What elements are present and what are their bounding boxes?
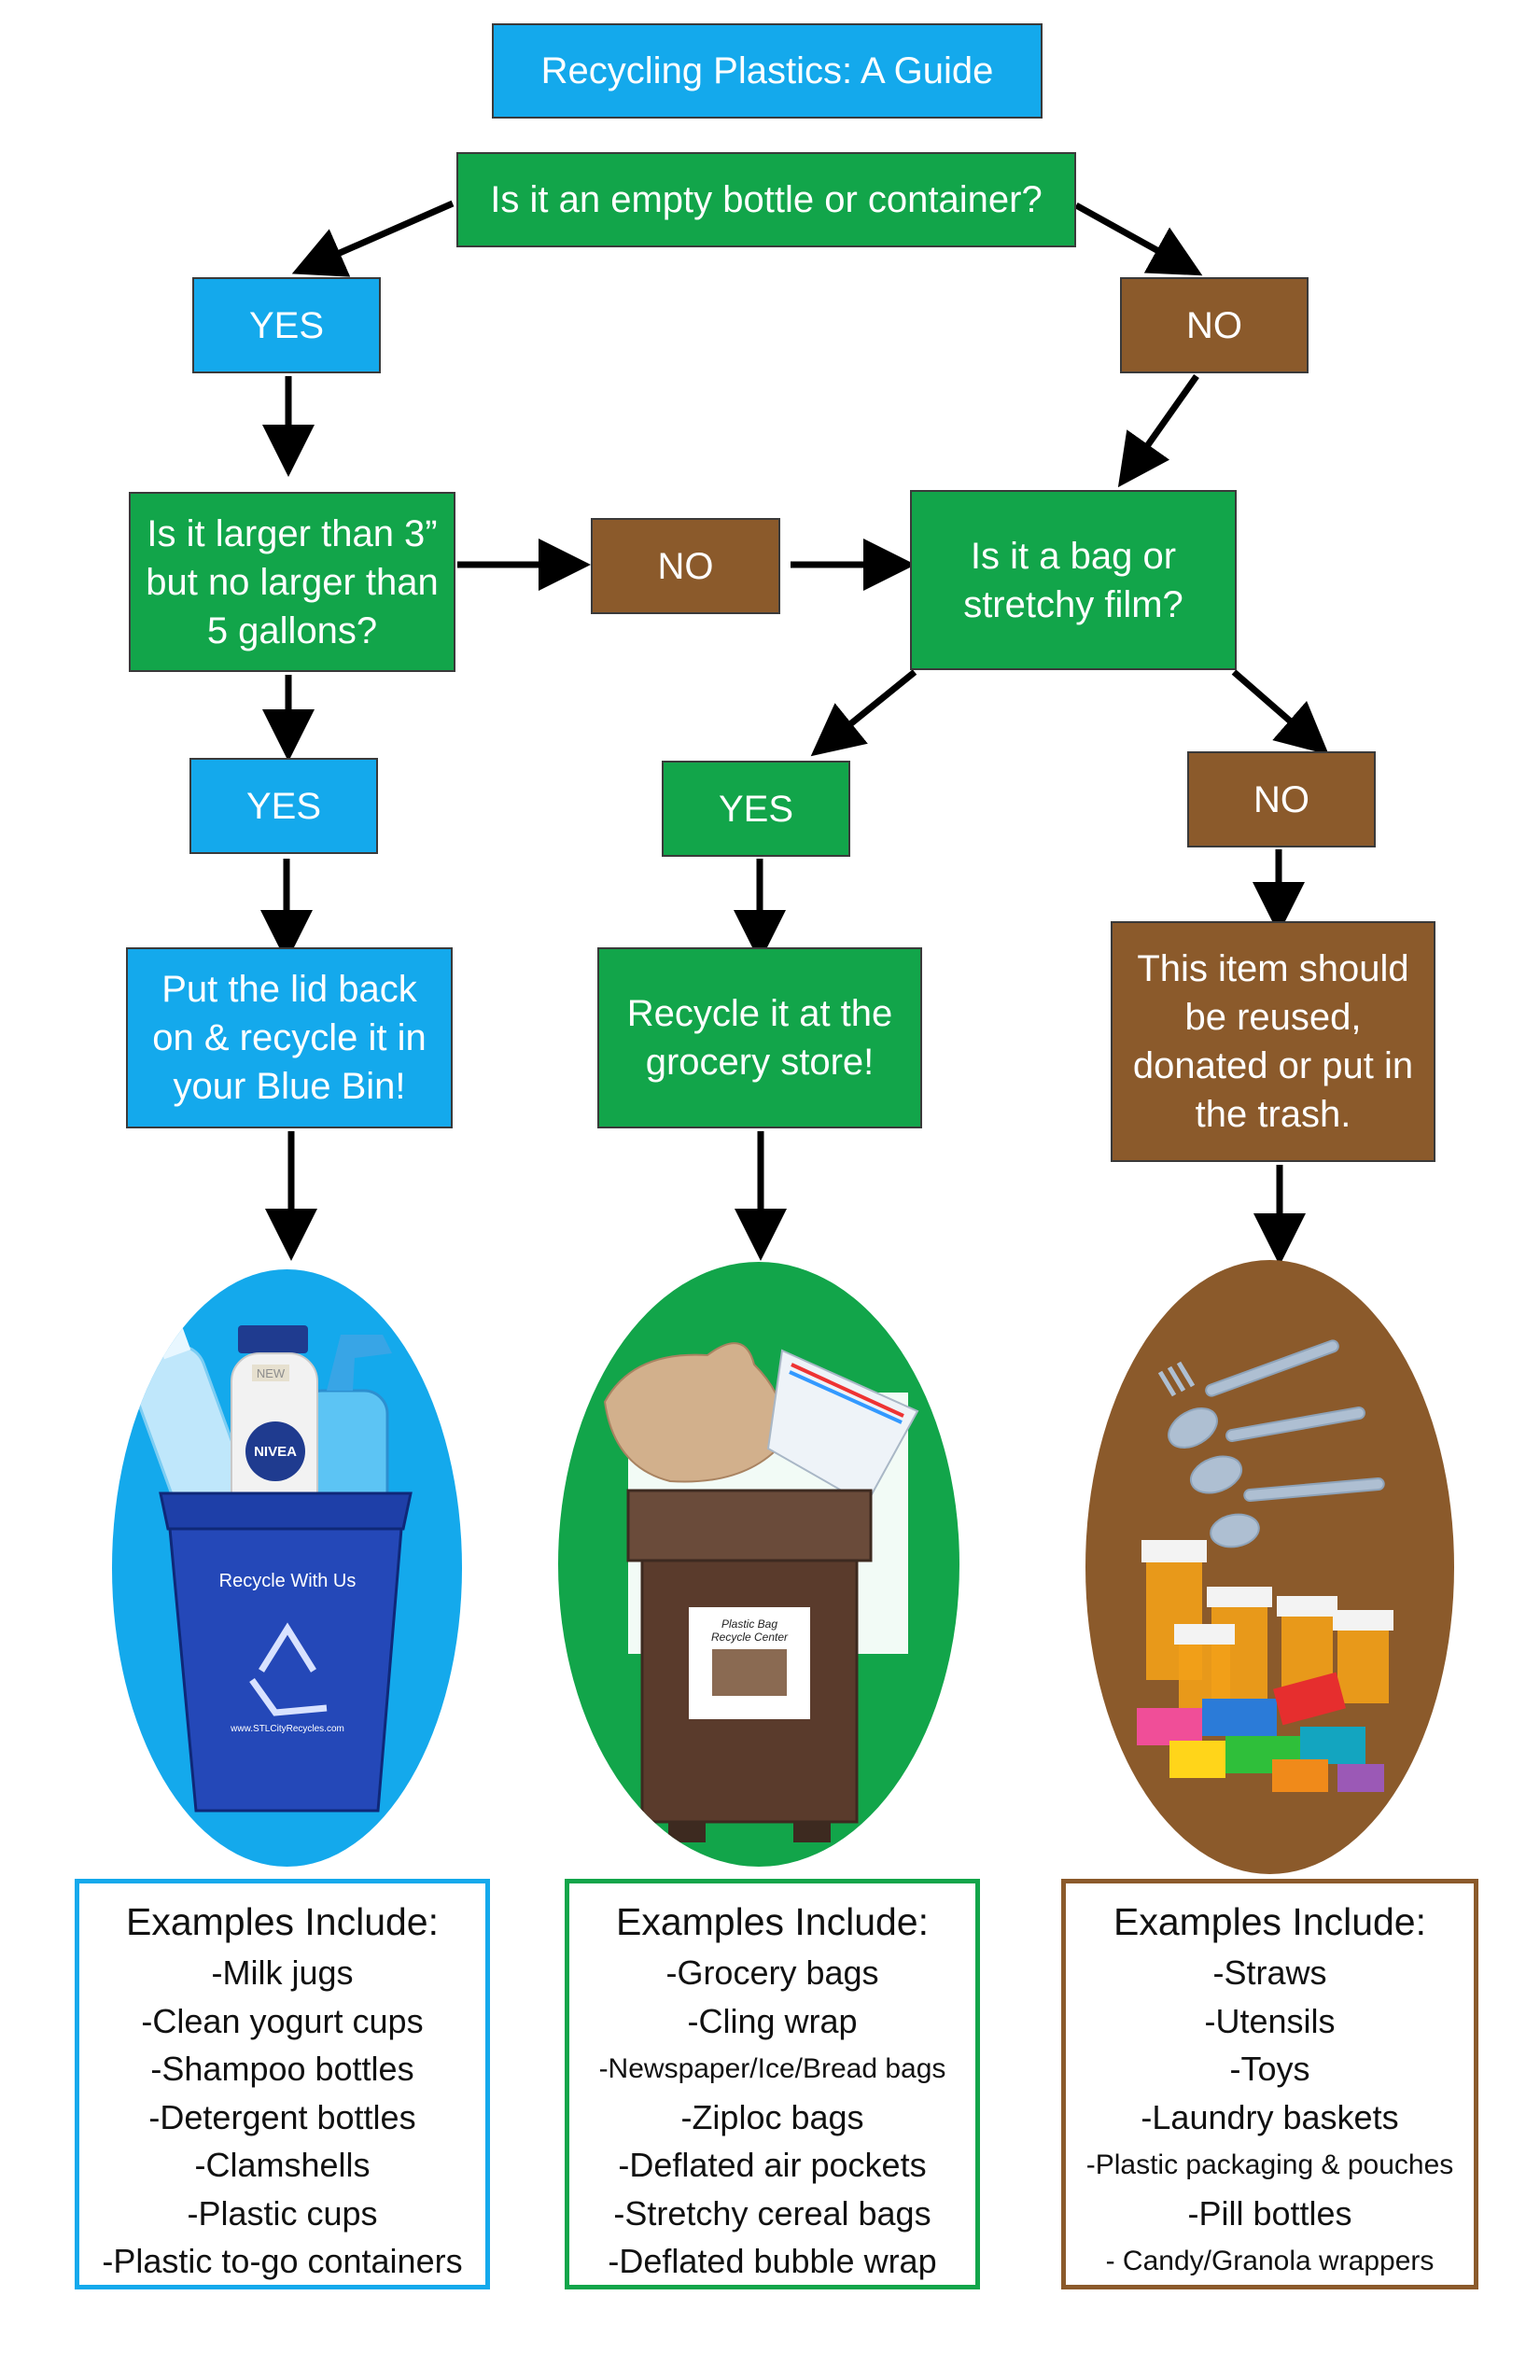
answer-no-size: NO [591,518,780,614]
example-item: -Straws [1212,1953,1327,1992]
result-blue-bin-line: your Blue Bin! [173,1066,406,1107]
question-empty-container-text: Is it an empty bottle or container? [490,179,1043,220]
example-item: -Detergent bottles [148,2097,416,2136]
question-size: Is it larger than 3” but no larger than … [129,492,455,672]
answer-yes-size: YES [189,758,378,854]
example-item: -Grocery bags [665,1953,879,1992]
example-item: -Ziploc bags [680,2097,864,2136]
result-grocery-line: grocery store! [645,1042,875,1083]
result-trash: This item should be reused, donated or p… [1111,921,1435,1162]
example-item: -Milk jugs [211,1953,354,1992]
result-trash-line: This item should [1137,948,1409,989]
answer-yes-bag-text: YES [718,788,794,830]
example-item: -Pill bottles [1187,2193,1352,2233]
guide-title-text: Recycling Plastics: A Guide [540,50,994,91]
question-bag-line: Is it a bag or [970,535,1177,577]
examples-title: Examples Include: [615,1900,929,1943]
examples-blue-bin: Examples Include: -Milk jugs -Clean yogu… [75,1879,490,2289]
result-blue-bin-line: on & recycle it in [152,1017,427,1058]
blue-bin-illustration: NEW NIVEA Recycle With Us www.STLCityRec… [112,1269,462,1867]
question-empty-container: Is it an empty bottle or container? [456,152,1076,247]
example-item: -Plastic packaging & pouches [1085,2149,1454,2180]
result-trash-line: the trash. [1195,1094,1351,1135]
pill-bottles-icon [1141,1540,1393,1717]
answer-no-size-text: NO [657,545,714,587]
recycling-bin-icon: Plastic Bag Recycle Center [626,1489,873,1842]
arrow-no-to-bag [1117,373,1199,488]
example-item: -Newspaper/Ice/Bread bags [598,2053,946,2084]
bin-label-text: Recycle With Us [219,1571,357,1591]
recycle-symbol-icon [249,1622,328,1716]
example-item: -Plastic cups [187,2193,378,2233]
sign-text-line: Plastic Bag [721,1617,777,1631]
example-item: -Cling wrap [687,2001,858,2040]
example-item: -Utensils [1204,2001,1336,2040]
sign-text-line: Recycle Center [711,1631,789,1644]
example-item: -Stretchy cereal bags [613,2193,931,2233]
examples-title: Examples Include: [1113,1900,1426,1943]
arrow-bag-to-no [1231,669,1329,755]
examples-title: Examples Include: [125,1900,439,1943]
question-bag-film: Is it a bag or stretchy film? [910,490,1237,670]
answer-no-bag: NO [1187,751,1376,847]
arrow-container-to-no [1074,202,1203,276]
example-item: - Candy/Granola wrappers [1105,2246,1435,2276]
recycling-bin-icon: Recycle With Us www.STLCityRecycles.com [159,1491,413,1813]
non-recyclables-illustration [1085,1260,1454,1874]
utensils-icon [1157,1339,1385,1548]
example-item: -Plastic to-go containers [102,2242,463,2280]
answer-no-bag-text: NO [1253,778,1309,820]
plastic-bags-icon [603,1342,919,1506]
examples-trash: Examples Include: -Straws -Utensils -Toy… [1061,1879,1478,2289]
question-size-line: but no larger than [146,561,439,603]
result-grocery-line: Recycle it at the [626,993,893,1034]
example-item: -Clean yogurt cups [141,2001,424,2040]
answer-yes-container-text: YES [248,304,325,346]
grocery-bag-bin-illustration: Plastic Bag Recycle Center [558,1262,959,1867]
guide-title: Recycling Plastics: A Guide [492,23,1043,119]
example-item: -Toys [1229,2050,1310,2088]
result-blue-bin: Put the lid back on & recycle it in your… [126,947,453,1128]
answer-no-container: NO [1120,277,1309,373]
bottle-tag-text: NEW [257,1366,286,1380]
example-item: -Shampoo bottles [150,2050,414,2088]
question-bag-line: stretchy film? [963,583,1183,625]
example-item: -Deflated air pockets [618,2146,927,2184]
toy-blocks-icon [1137,1672,1384,1792]
result-blue-bin-line: Put the lid back [161,969,417,1010]
arrow-bag-to-yes [810,669,917,757]
examples-grocery-store: Examples Include: -Grocery bags -Cling w… [565,1879,980,2289]
question-size-line: 5 gallons? [206,609,378,651]
answer-yes-size-text: YES [245,785,322,827]
answer-yes-container: YES [192,277,381,373]
result-grocery-store: Recycle it at the grocery store! [597,947,922,1128]
arrow-container-to-yes [291,200,455,277]
bin-url-text: www.STLCityRecycles.com [230,1724,344,1734]
result-trash-line: be reused, [1184,997,1362,1038]
bottle-brand-text: NIVEA [254,1444,297,1460]
question-size-line: Is it larger than 3” [147,512,438,554]
example-item: -Laundry baskets [1141,2097,1399,2136]
result-trash-line: donated or put in [1132,1045,1414,1086]
answer-no-container-text: NO [1186,304,1242,346]
example-item: -Clamshells [194,2146,371,2184]
answer-yes-bag: YES [662,761,850,857]
example-item: -Deflated bubble wrap [608,2242,937,2280]
